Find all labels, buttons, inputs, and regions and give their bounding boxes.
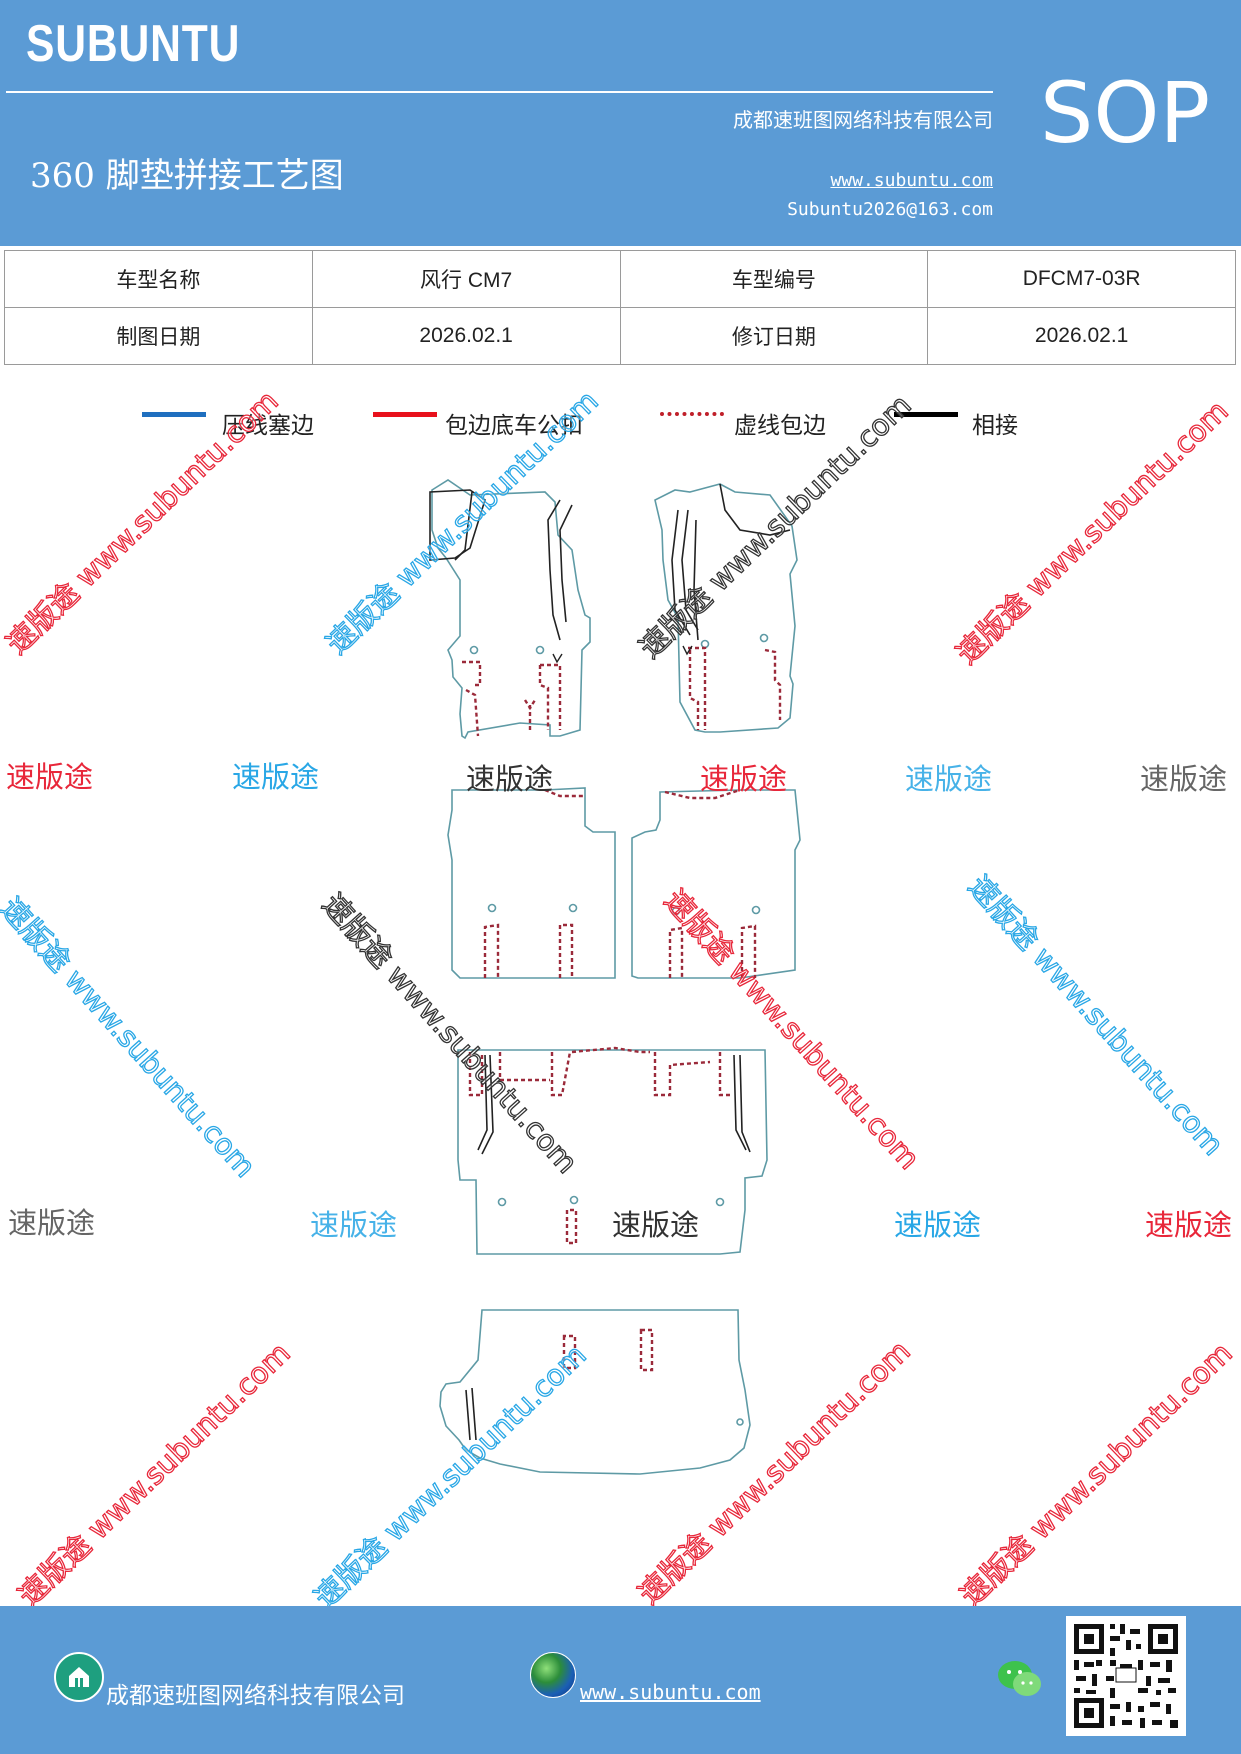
hole <box>759 633 769 643</box>
legend-swatch <box>142 412 206 417</box>
home-icon <box>54 1652 104 1702</box>
join-line <box>671 509 691 636</box>
dotted-edge <box>462 660 482 687</box>
join-line <box>559 504 573 623</box>
dotted-edge <box>668 926 684 978</box>
join-line <box>465 1389 471 1441</box>
dotted-edge <box>664 788 741 800</box>
dotted-edge <box>538 665 550 730</box>
dotted-edge <box>653 1052 711 1097</box>
drawing-date-label: 制图日期 <box>4 307 313 365</box>
vehicle-info-table: 车型名称 风行 CM7 车型编号 DFCM7-03R 制图日期 2026.02.… <box>4 250 1236 365</box>
brand-logo: SUBUNTU <box>26 15 241 73</box>
arrow-mark <box>552 653 563 664</box>
join-line <box>454 491 473 561</box>
middle-right-mat <box>631 789 801 979</box>
hole <box>535 645 545 655</box>
join-line <box>429 489 486 561</box>
join-line <box>719 483 791 536</box>
vehicle-code-value: DFCM7-03R <box>927 250 1236 308</box>
footer-website-link[interactable]: www.subuntu.com <box>580 1680 761 1704</box>
join-line <box>477 1054 488 1151</box>
hole <box>497 1197 507 1207</box>
revision-date-value: 2026.02.1 <box>927 307 1236 365</box>
hole <box>671 906 681 916</box>
dotted-edge <box>550 1051 572 1097</box>
qr-code <box>1066 1616 1186 1736</box>
vehicle-code-label: 车型编号 <box>619 250 929 308</box>
trunk-mat <box>439 1309 751 1475</box>
footer-banner: 成都速班图网络科技有限公司 www.subuntu.com <box>0 1606 1241 1754</box>
dotted-edge <box>571 1046 650 1054</box>
dotted-edge <box>540 663 562 730</box>
join-line <box>693 519 699 641</box>
join-line <box>547 499 561 641</box>
middle-left-mat <box>447 787 616 979</box>
sop-badge: SOP <box>1040 64 1211 162</box>
dotted-edge <box>688 646 707 730</box>
hole <box>569 1195 579 1205</box>
dotted-edge <box>565 1208 578 1245</box>
dotted-edge <box>562 1334 577 1370</box>
company-name: 成都速班图网络科技有限公司 <box>733 108 993 132</box>
wechat-icon[interactable] <box>995 1656 1045 1702</box>
join-line <box>733 1054 747 1151</box>
dotted-edge <box>544 788 585 798</box>
hole <box>568 903 578 913</box>
join-line <box>681 509 699 631</box>
join-line <box>471 1387 477 1441</box>
front-right-mat <box>654 483 798 733</box>
email-address: Subuntu2026@163.com <box>787 199 993 220</box>
footer-company-name: 成都速班图网络科技有限公司 <box>106 1683 405 1709</box>
legend-swatch <box>894 412 958 417</box>
drawing-date-value: 2026.02.1 <box>311 307 621 365</box>
hole <box>751 905 761 915</box>
dotted-edge <box>498 1052 550 1082</box>
dotted-edge <box>740 924 757 978</box>
legend-swatch <box>660 412 724 416</box>
dotted-edge <box>718 1052 732 1097</box>
front-left-mat <box>431 479 591 740</box>
header-banner: SUBUNTU 成都速班图网络科技有限公司 360 脚垫拼接工艺图 www.su… <box>0 0 1241 246</box>
dotted-edge <box>764 648 782 720</box>
second-row-mat <box>457 1049 768 1255</box>
legend-label: 压线塞边 <box>222 413 314 439</box>
dotted-edge <box>558 923 574 978</box>
vehicle-name-label: 车型名称 <box>4 250 313 308</box>
table-row: 车型名称 风行 CM7 车型编号 DFCM7-03R <box>4 250 1236 308</box>
website-link[interactable]: www.subuntu.com <box>830 170 993 191</box>
globe-icon <box>530 1652 576 1698</box>
dotted-edge <box>483 923 500 978</box>
legend-label: 虚线包边 <box>734 413 826 439</box>
revision-date-label: 修订日期 <box>619 307 929 365</box>
hole <box>715 1197 725 1207</box>
floor-mat-diagram <box>429 479 801 1475</box>
legend-label: 包边底车公扣 <box>445 413 583 439</box>
dotted-edge <box>523 699 537 711</box>
arrow-mark <box>682 645 693 656</box>
join-line <box>481 1054 494 1155</box>
dotted-edge <box>688 650 700 730</box>
legend-swatch <box>373 412 437 417</box>
hole <box>700 639 710 649</box>
table-row: 制图日期 2026.02.1 修订日期 2026.02.1 <box>4 307 1236 365</box>
header-divider <box>6 91 993 93</box>
join-line <box>739 1054 751 1153</box>
dotted-edge <box>639 1328 654 1372</box>
legend: 压线塞边 包边底车公扣 虚线包边 相接 <box>0 396 1241 442</box>
legend-label: 相接 <box>972 413 1018 439</box>
dotted-edge <box>468 1052 484 1097</box>
page-title: 360 脚垫拼接工艺图 <box>30 156 344 196</box>
dotted-edge <box>465 688 480 737</box>
hole <box>469 645 479 655</box>
hole <box>487 903 497 913</box>
hole <box>736 1418 744 1426</box>
vehicle-name-value: 风行 CM7 <box>311 250 621 308</box>
